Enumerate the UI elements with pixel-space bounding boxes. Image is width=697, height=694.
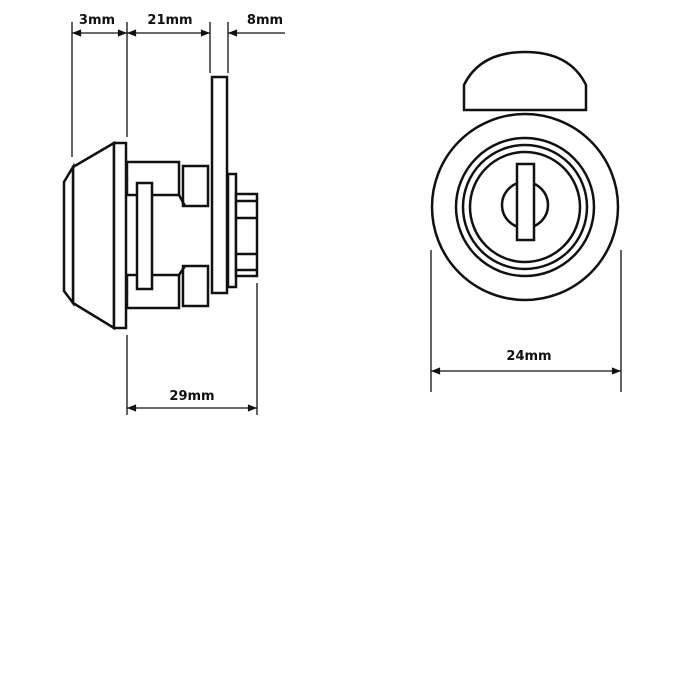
lock-body (125, 160, 210, 310)
cam-top (462, 50, 588, 112)
dim-label-29mm: 29mm (169, 389, 214, 404)
mounting-flange (210, 75, 229, 295)
nut-and-thread (226, 172, 259, 289)
dim-label-21mm: 21mm (147, 13, 192, 28)
dim-label-8mm: 8mm (247, 13, 283, 28)
front-view: 24mm (430, 50, 622, 392)
dim-label-24mm: 24mm (506, 349, 551, 364)
side-view: 3mm 21mm 8mm 29mm (62, 13, 285, 415)
dim-label-3mm: 3mm (79, 13, 115, 28)
cone-head (62, 140, 128, 331)
key-slot (515, 162, 536, 242)
